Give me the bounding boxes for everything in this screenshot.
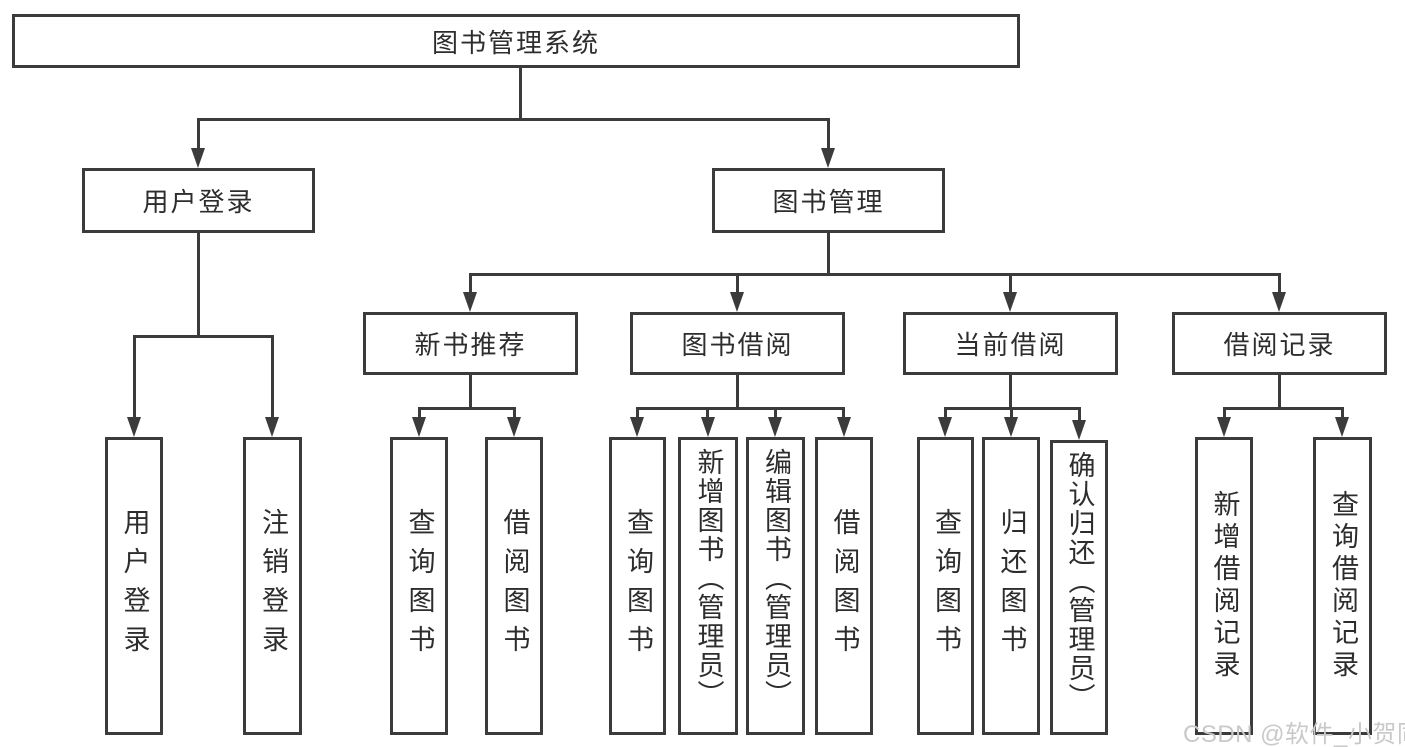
node-query-books-current-label: 查询图书 xyxy=(931,508,961,664)
down-arrow-icon xyxy=(938,417,952,437)
node-query-books-recommend: 查询图书 xyxy=(390,437,448,735)
connector-g2-hline xyxy=(636,407,845,410)
node-add-book-admin-label: 新增图书（管理员） xyxy=(693,448,724,709)
connector-g4-c1 xyxy=(1341,407,1344,417)
node-user-login-leaf: 用户登录 xyxy=(105,437,163,735)
connector-g1-hline xyxy=(418,407,515,410)
connector-g1-stem xyxy=(469,375,472,407)
down-arrow-icon xyxy=(507,417,521,437)
node-logout-leaf-label: 注销登录 xyxy=(258,508,288,664)
down-arrow-icon xyxy=(127,417,141,437)
connector-root-stem xyxy=(519,68,522,118)
node-book-management-label: 图书管理 xyxy=(772,187,885,217)
down-arrow-icon xyxy=(265,417,279,437)
node-user-login-leaf-label: 用户登录 xyxy=(119,508,150,664)
node-query-books-borrow-label: 查询图书 xyxy=(623,508,653,664)
connector-stem-new-book xyxy=(469,273,472,292)
down-arrow-icon xyxy=(1072,420,1086,440)
down-arrow-icon xyxy=(1272,292,1286,312)
connector-g2-c2 xyxy=(774,407,777,417)
node-book-management: 图书管理 xyxy=(712,168,945,233)
connector-stem-current-borrow xyxy=(1009,273,1012,292)
down-arrow-icon xyxy=(1004,417,1018,437)
node-borrow-books-leaf: 借阅图书 xyxy=(815,437,873,735)
node-user-login-label: 用户登录 xyxy=(142,187,255,217)
node-query-borrow-record: 查询借阅记录 xyxy=(1313,437,1372,735)
down-arrow-icon xyxy=(730,292,744,312)
node-query-books-borrow: 查询图书 xyxy=(609,437,666,735)
connector-stem-book-mgmt xyxy=(827,118,830,150)
connector-g2-c3 xyxy=(842,407,845,417)
node-borrow-records: 借阅记录 xyxy=(1172,312,1387,375)
node-logout-leaf: 注销登录 xyxy=(243,437,302,735)
down-arrow-icon xyxy=(191,148,205,168)
connector-stem-logout-leaf xyxy=(271,335,274,417)
down-arrow-icon xyxy=(1003,292,1017,312)
connector-mgmt-stem xyxy=(827,233,830,273)
node-borrow-books-recommend-label: 借阅图书 xyxy=(499,508,530,664)
down-arrow-icon xyxy=(463,292,477,312)
connector-root-hline xyxy=(197,118,830,121)
connector-g1-c1 xyxy=(513,407,516,417)
node-book-borrow: 图书借阅 xyxy=(630,312,845,375)
node-user-login: 用户登录 xyxy=(82,168,315,233)
node-borrow-records-label: 借阅记录 xyxy=(1223,330,1336,360)
down-arrow-icon xyxy=(1217,417,1231,437)
connector-login-stem xyxy=(197,233,200,335)
connector-stem-borrow-records xyxy=(1278,273,1281,292)
node-edit-book-admin: 编辑图书（管理员） xyxy=(746,437,805,735)
node-query-borrow-record-label: 查询借阅记录 xyxy=(1328,490,1358,682)
connector-g3-c1 xyxy=(1010,407,1013,417)
node-root-label: 图书管理系统 xyxy=(431,27,600,58)
connector-g4-hline xyxy=(1223,407,1343,410)
node-borrow-books-leaf-label: 借阅图书 xyxy=(829,508,860,664)
node-confirm-return-admin-label: 确认归还（管理员） xyxy=(1064,451,1095,712)
connector-stem-login-leaf xyxy=(133,335,136,417)
node-edit-book-admin-label: 编辑图书（管理员） xyxy=(761,448,791,709)
node-add-book-admin: 新增图书（管理员） xyxy=(678,437,738,735)
node-new-book-recommend-label: 新书推荐 xyxy=(414,330,527,360)
connector-g3-c0 xyxy=(944,407,947,417)
node-book-borrow-label: 图书借阅 xyxy=(681,330,794,360)
node-add-borrow-record: 新增借阅记录 xyxy=(1195,437,1253,735)
down-arrow-icon xyxy=(701,417,715,437)
node-query-books-current: 查询图书 xyxy=(917,437,974,735)
node-new-book-recommend: 新书推荐 xyxy=(363,312,578,375)
node-return-books-label: 归还图书 xyxy=(996,508,1027,664)
connector-g2-c0 xyxy=(636,407,639,417)
connector-g4-stem xyxy=(1278,375,1281,407)
node-current-borrow-label: 当前借阅 xyxy=(954,330,1067,360)
node-return-books: 归还图书 xyxy=(982,437,1040,735)
connector-g3-stem xyxy=(1009,375,1012,407)
node-borrow-books-recommend: 借阅图书 xyxy=(485,437,543,735)
down-arrow-icon xyxy=(837,417,851,437)
down-arrow-icon xyxy=(1335,417,1349,437)
down-arrow-icon xyxy=(412,417,426,437)
node-confirm-return-admin: 确认归还（管理员） xyxy=(1050,440,1108,735)
node-query-books-recommend-label: 查询图书 xyxy=(404,508,435,664)
connector-g2-stem xyxy=(736,375,739,407)
connector-g4-c0 xyxy=(1223,407,1226,417)
connector-mgmt-hline xyxy=(469,273,1281,276)
connector-stem-user-login xyxy=(197,118,200,150)
down-arrow-icon xyxy=(768,417,782,437)
connector-login-hline xyxy=(133,335,274,338)
down-arrow-icon xyxy=(821,148,835,168)
connector-g3-c2 xyxy=(1078,407,1081,420)
watermark: CSDN @软件_小贺同学 xyxy=(1183,721,1405,747)
node-current-borrow: 当前借阅 xyxy=(903,312,1118,375)
node-add-borrow-record-label: 新增借阅记录 xyxy=(1209,490,1240,682)
connector-g2-c1 xyxy=(706,407,709,417)
node-root: 图书管理系统 xyxy=(12,14,1020,68)
connector-g1-c0 xyxy=(418,407,421,417)
down-arrow-icon xyxy=(630,417,644,437)
connector-stem-book-borrow xyxy=(736,273,739,292)
